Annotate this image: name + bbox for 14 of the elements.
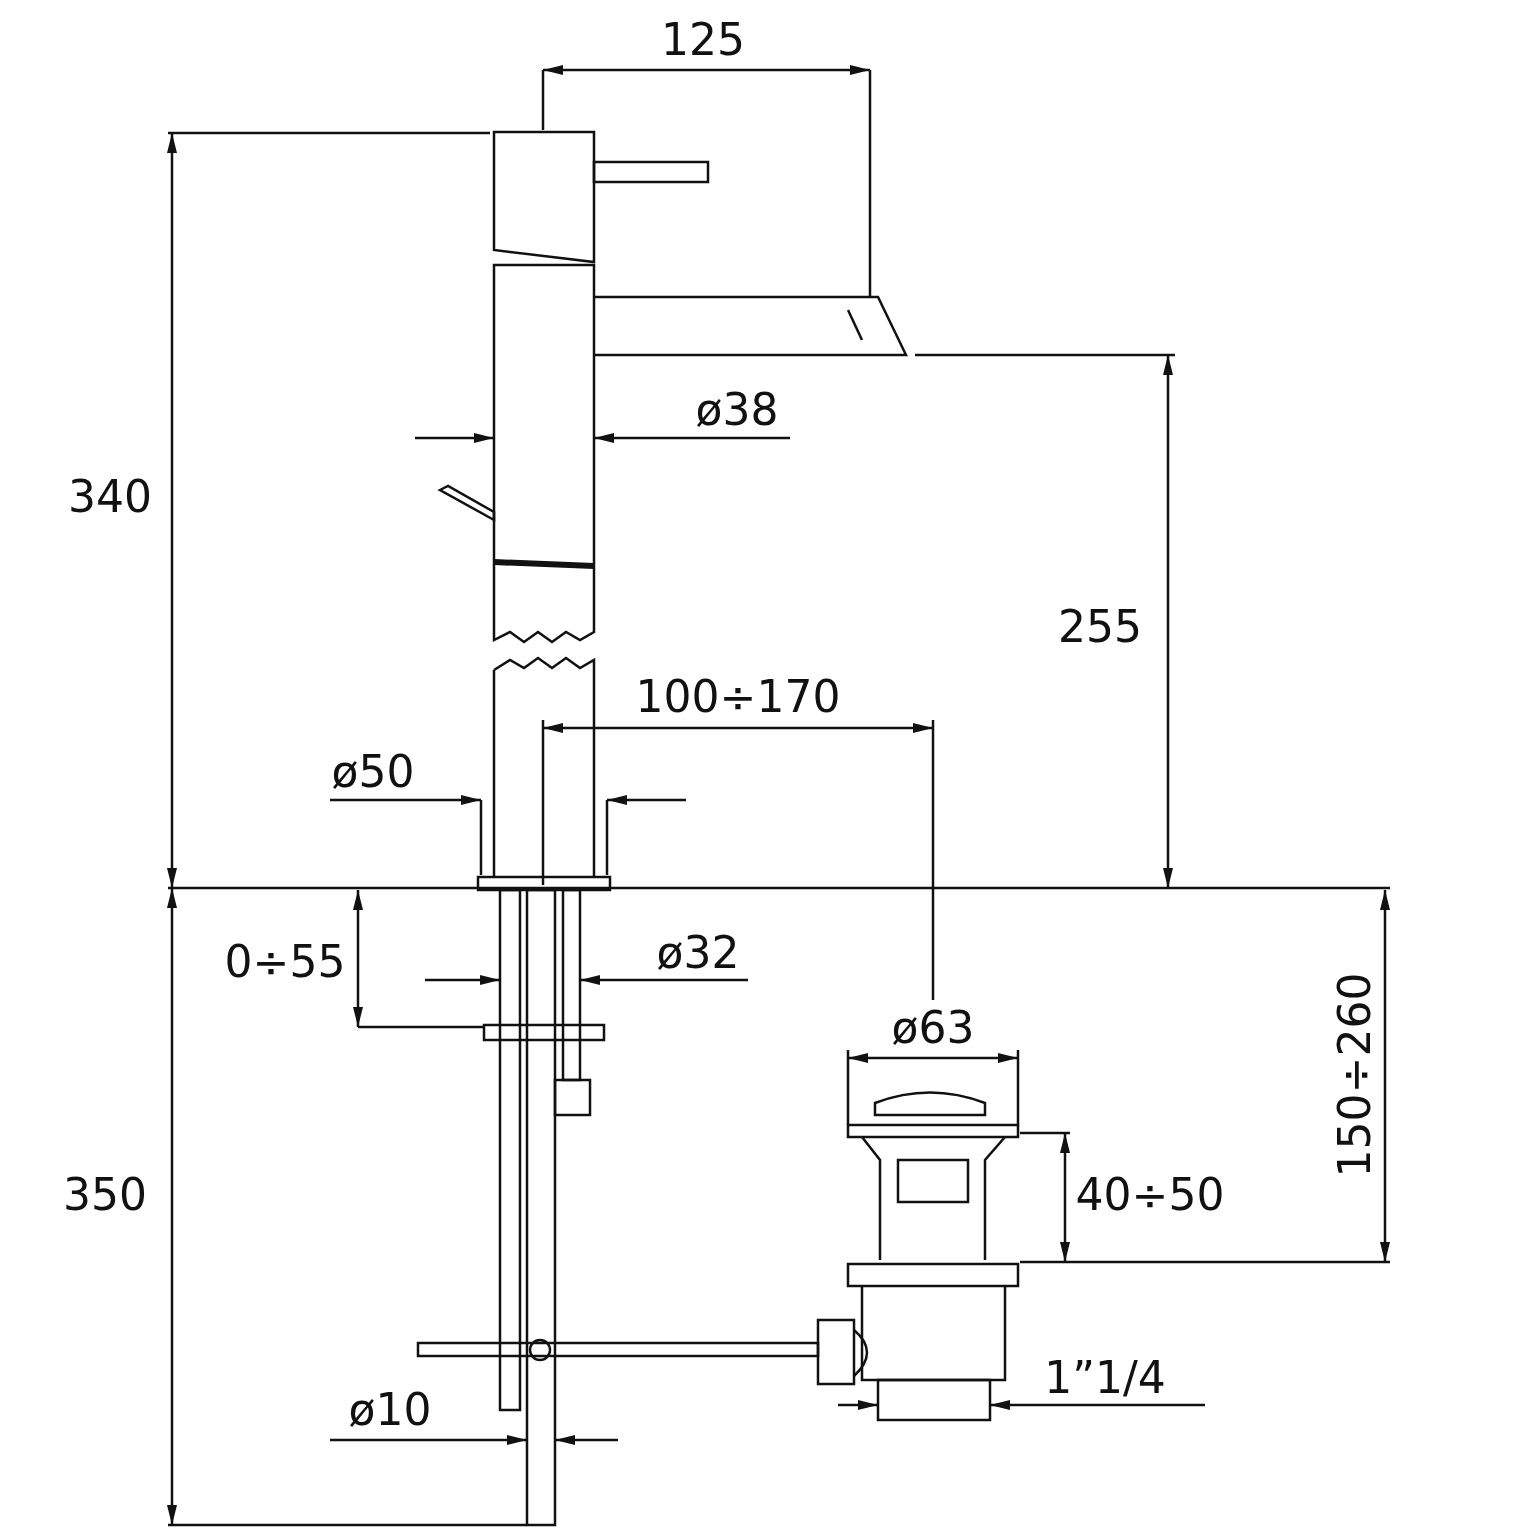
dimension-label: 125 xyxy=(661,18,745,62)
dimension-label: 1”1/4 xyxy=(1044,1356,1166,1400)
dimension-label: 100÷170 xyxy=(635,675,841,719)
dimension-label: 340 xyxy=(68,475,152,519)
dimension-label: ø10 xyxy=(348,1388,432,1432)
dimension-label: 350 xyxy=(63,1173,147,1217)
dimension-label: ø63 xyxy=(891,1006,975,1050)
dimension-label: ø50 xyxy=(331,750,415,794)
dimension-label: 0÷55 xyxy=(224,940,346,984)
dimension-label: 40÷50 xyxy=(1075,1173,1225,1217)
dimension-label: 255 xyxy=(1058,605,1142,649)
dimension-label: 150÷260 xyxy=(1333,972,1377,1178)
dimension-label: ø32 xyxy=(656,931,740,975)
dimension-label: ø38 xyxy=(695,388,779,432)
